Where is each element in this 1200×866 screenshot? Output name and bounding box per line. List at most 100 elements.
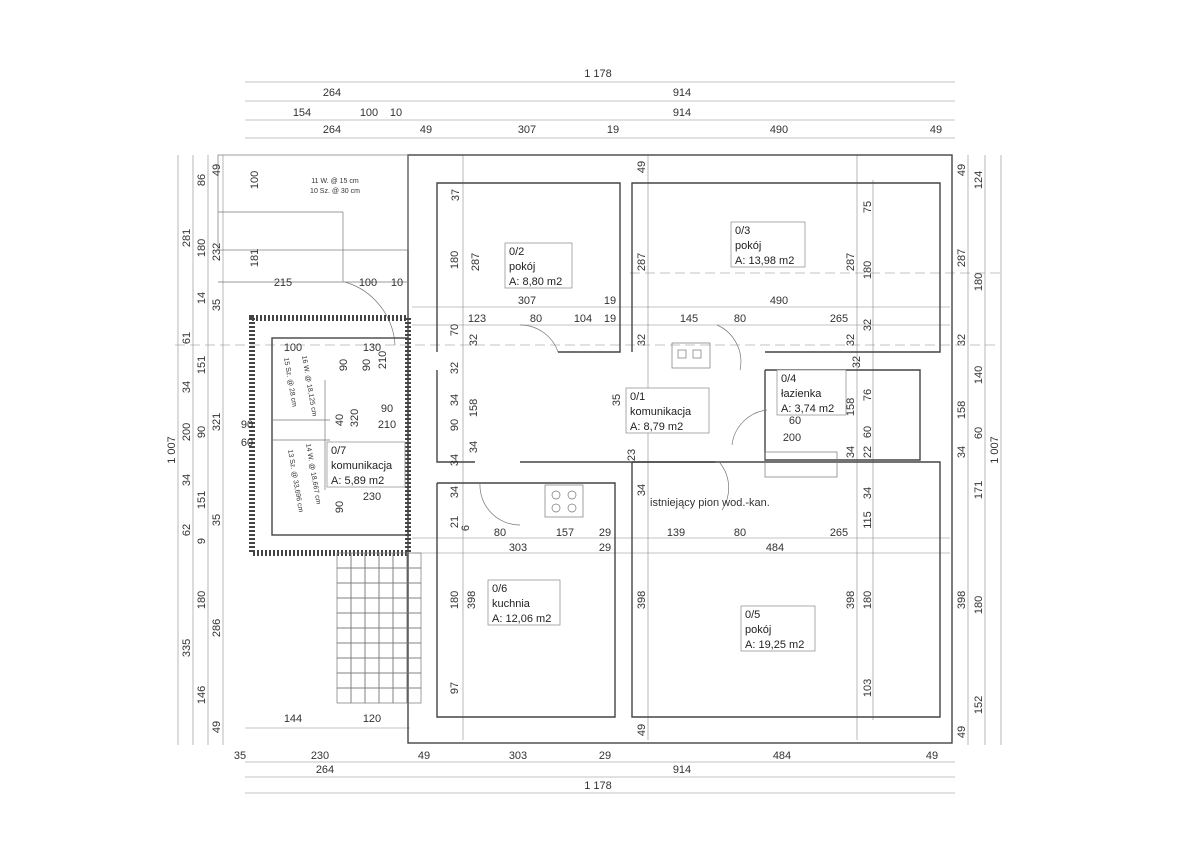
dimension-left: 321 <box>211 413 223 431</box>
tile <box>406 552 422 569</box>
dimension-left: 90 <box>241 419 253 431</box>
dimension-bottom: 144 <box>284 713 302 725</box>
room-label-box <box>776 369 847 416</box>
dimension-left: 151 <box>196 491 208 509</box>
room-name: łazienka <box>781 388 822 400</box>
dimension-bottom: 303 <box>509 750 527 762</box>
dimension-lines <box>175 81 1002 794</box>
dimension-interior: 19 <box>604 295 616 307</box>
dimension-interior: 115 <box>862 511 874 529</box>
dimension-right: 158 <box>956 401 968 419</box>
dimension-left: 34 <box>181 381 193 393</box>
room-name: pokój <box>509 261 535 273</box>
room-number: 0/3 <box>735 225 750 237</box>
dimension-interior: 484 <box>766 542 784 554</box>
dimension-interior: 34 <box>845 446 857 458</box>
dimension-interior: 10 <box>391 277 403 289</box>
tile <box>364 657 380 674</box>
tile <box>406 672 422 689</box>
dimension-interior: 32 <box>862 319 874 331</box>
dimension-interior: 104 <box>574 313 592 325</box>
dimension-left: 286 <box>211 619 223 637</box>
walls <box>344 154 953 744</box>
dimension-interior: 34 <box>449 394 461 406</box>
dimension-left: 180 <box>196 239 208 257</box>
dimension-right: 49 <box>956 164 968 176</box>
dimension-right: 32 <box>956 334 968 346</box>
tile <box>350 687 366 704</box>
staircase <box>249 315 411 556</box>
dimension-interior: 215 <box>274 277 292 289</box>
dimension-interior: 40 <box>334 414 346 426</box>
balcony-tiles <box>336 552 422 704</box>
dimension-interior: 320 <box>349 409 361 427</box>
tile <box>406 597 422 614</box>
dimension-interior: 103 <box>862 679 874 697</box>
tile <box>336 552 352 569</box>
dimension-interior: 158 <box>468 399 480 417</box>
dimension-interior: 22 <box>862 446 874 458</box>
dimension-right: 140 <box>973 366 985 384</box>
dimension-top: 49 <box>930 124 942 136</box>
dimension-left: 35 <box>211 299 223 311</box>
dimension-interior: 157 <box>556 527 574 539</box>
dimension-right: 124 <box>973 171 985 189</box>
tile <box>378 597 394 614</box>
room-label-box <box>730 221 806 268</box>
room-name: komunikacja <box>630 406 692 418</box>
dimension-top: 19 <box>607 124 619 136</box>
dimension-left: 151 <box>196 356 208 374</box>
outer-stairs <box>217 154 409 283</box>
dimension-interior: 100 <box>284 342 302 354</box>
dimension-interior: 398 <box>845 591 857 609</box>
dimension-interior: 287 <box>636 253 648 271</box>
dimension-left: 62 <box>181 524 193 536</box>
dimension-interior: 200 <box>783 432 801 444</box>
dimension-interior: 21 <box>449 516 461 528</box>
dimension-interior: 23 <box>626 449 638 461</box>
room-number: 0/7 <box>331 445 346 457</box>
dimension-left: 146 <box>196 686 208 704</box>
dimension-left: 281 <box>181 229 193 247</box>
dimension-interior: 210 <box>378 419 396 431</box>
dimension-interior: 180 <box>862 261 874 279</box>
tile <box>350 567 366 584</box>
tile <box>378 612 394 629</box>
dimension-left: 14 <box>196 292 208 304</box>
dimension-right: 171 <box>973 481 985 499</box>
tile <box>336 687 352 704</box>
room-name: pokój <box>745 624 771 636</box>
dimension-interior: 210 <box>377 351 389 369</box>
dimension-bottom: 914 <box>673 764 691 776</box>
dimension-right: 152 <box>973 696 985 714</box>
tile <box>350 672 366 689</box>
dimension-top: 490 <box>770 124 788 136</box>
dimension-bottom: 29 <box>599 750 611 762</box>
dimension-interior: 490 <box>770 295 788 307</box>
tile <box>364 597 380 614</box>
dimension-right: 60 <box>973 427 985 439</box>
tile <box>392 642 408 659</box>
dimension-interior: 75 <box>862 201 874 213</box>
room-area: A: 12,06 m2 <box>492 613 551 625</box>
tile <box>336 597 352 614</box>
dimension-interior: 80 <box>734 313 746 325</box>
tile <box>350 657 366 674</box>
dimension-right: 180 <box>973 273 985 291</box>
tile <box>378 627 394 644</box>
tile <box>364 582 380 599</box>
tile <box>336 627 352 644</box>
dimension-left: 9 <box>196 538 208 544</box>
dimension-bottom: 1 178 <box>584 780 612 792</box>
dimension-interior: 6 <box>460 525 472 531</box>
dimension-left: 1 007 <box>166 436 178 464</box>
dimension-bottom: 484 <box>773 750 791 762</box>
dimension-left: 100 <box>249 171 261 189</box>
dimension-interior: 32 <box>851 356 863 368</box>
